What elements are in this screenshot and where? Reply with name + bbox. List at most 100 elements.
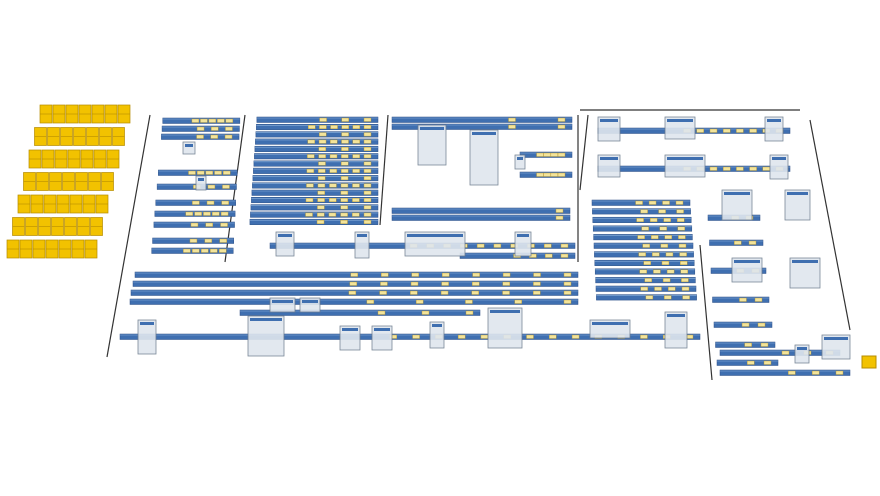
product-box: [196, 126, 205, 131]
product-box: [205, 170, 214, 175]
machine-top-frame: [797, 347, 807, 350]
product-box: [305, 212, 313, 217]
product-box: [363, 212, 372, 217]
product-box: [543, 172, 551, 177]
product-box: [649, 217, 658, 222]
product-box: [526, 334, 534, 339]
product-box: [563, 299, 572, 304]
product-box: [210, 134, 218, 139]
product-box: [754, 297, 763, 302]
machine-station: [182, 141, 196, 155]
machine-station: [137, 319, 157, 355]
product-box: [680, 261, 688, 265]
product-box: [305, 198, 314, 203]
product-box: [636, 217, 644, 222]
conveyor-row: [255, 131, 379, 138]
product-box: [319, 117, 327, 122]
product-box: [788, 370, 796, 375]
product-box: [533, 272, 541, 277]
machine-top-frame: [667, 157, 703, 160]
product-box: [340, 219, 348, 224]
product-box: [363, 176, 372, 181]
product-box: [341, 132, 349, 137]
machine-station: [597, 154, 621, 178]
product-box: [666, 269, 675, 274]
product-box: [563, 272, 572, 277]
product-box: [675, 200, 684, 205]
machine-station: [664, 116, 696, 140]
product-box: [763, 360, 772, 365]
product-box: [349, 281, 358, 286]
product-box: [555, 208, 564, 213]
product-box: [183, 248, 191, 253]
product-box: [557, 124, 566, 129]
product-box: [201, 248, 209, 253]
product-box: [363, 161, 372, 166]
conveyor-lines: [119, 116, 851, 376]
conveyor-row: [391, 123, 573, 130]
conveyor-row: [253, 167, 379, 174]
product-box: [204, 238, 213, 243]
product-box: [366, 299, 375, 304]
machine-top-frame: [407, 234, 463, 237]
product-box: [363, 183, 372, 188]
product-box: [379, 290, 387, 295]
machine-top-frame: [432, 324, 442, 327]
product-box: [760, 342, 769, 347]
product-box: [203, 211, 211, 216]
machine-station: [664, 154, 706, 178]
product-box: [214, 170, 222, 175]
conveyor-row: [256, 116, 379, 123]
product-box: [723, 166, 731, 171]
machine-stations: [137, 116, 877, 369]
product-box: [678, 235, 686, 240]
product-box: [681, 286, 690, 291]
product-box: [340, 205, 348, 210]
product-box: [318, 139, 327, 144]
machine-top-frame: [272, 300, 293, 303]
product-box: [457, 334, 466, 339]
product-box: [410, 290, 418, 295]
floor-line: [809, 119, 851, 331]
product-box: [563, 290, 572, 295]
product-box: [196, 170, 205, 175]
machine-top-frame: [792, 260, 818, 263]
product-box: [661, 261, 670, 265]
product-box: [668, 286, 676, 291]
product-box: [352, 212, 360, 217]
machine-station: [664, 311, 688, 349]
product-box: [363, 205, 372, 210]
machine-top-frame: [787, 192, 808, 195]
product-box: [679, 252, 687, 257]
product-box: [421, 310, 430, 315]
floor-line: [106, 114, 151, 358]
product-box: [560, 253, 569, 258]
product-box: [317, 183, 326, 188]
product-box: [440, 290, 449, 295]
product-box: [191, 118, 200, 123]
product-box: [781, 350, 790, 355]
product-box: [663, 217, 671, 222]
product-box: [508, 124, 516, 129]
conveyor-row: [253, 160, 379, 167]
machine-top-frame: [374, 328, 390, 331]
product-box: [221, 200, 229, 205]
product-box: [341, 146, 349, 151]
machine-station: [764, 116, 784, 142]
product-box: [316, 219, 325, 224]
conveyor-row: [254, 145, 379, 152]
product-box: [220, 211, 229, 216]
floor-line: [699, 244, 713, 381]
machine-top-frame: [357, 234, 367, 237]
machine-top-frame: [824, 337, 848, 340]
conveyor-row: [239, 309, 481, 316]
product-box: [329, 154, 338, 159]
machine-top-frame: [420, 127, 444, 130]
product-box: [762, 166, 770, 171]
product-box: [643, 261, 651, 265]
product-box: [210, 248, 218, 253]
product-box: [341, 139, 349, 144]
product-box: [635, 200, 643, 205]
product-box: [352, 139, 360, 144]
product-box: [502, 281, 511, 286]
